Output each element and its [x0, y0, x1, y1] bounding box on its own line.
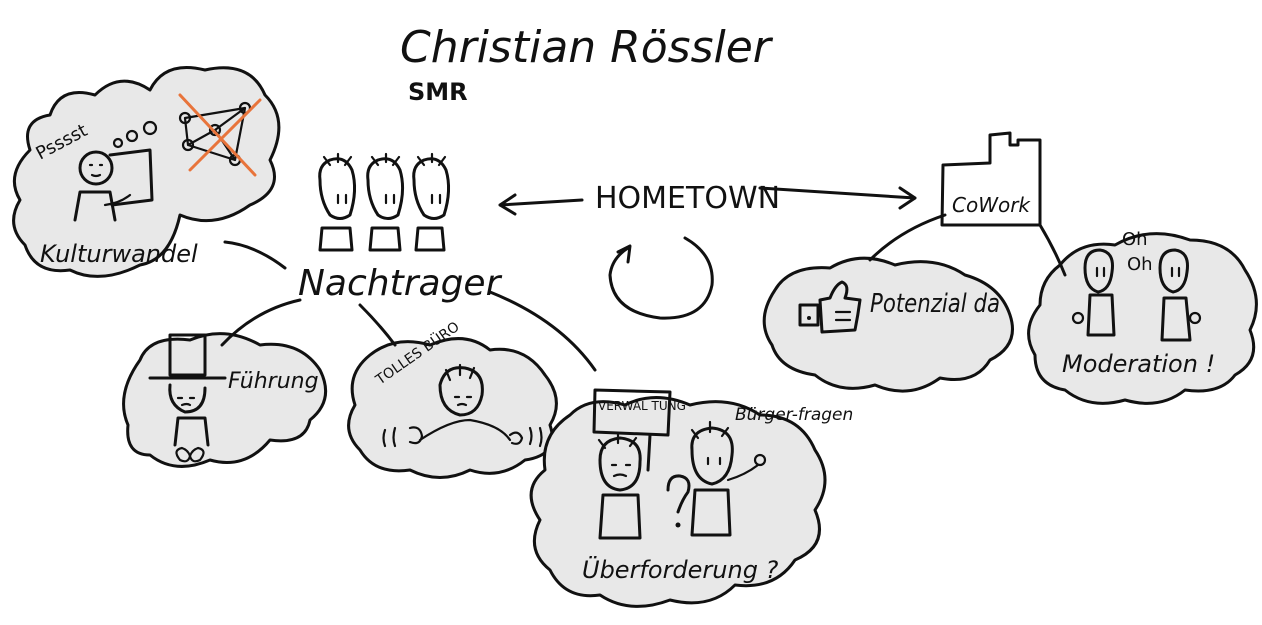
connector-buero [358, 303, 397, 347]
cloud-kulturwandel [12, 66, 281, 278]
speech-bubbles-icon [112, 120, 158, 149]
center-label: HOMETOWN [595, 181, 780, 216]
thumbs-up-icon [798, 280, 862, 334]
two-people-icon [597, 420, 767, 540]
connector-ueberforderung [488, 290, 597, 372]
central-node-label: Nachtrager [298, 263, 503, 304]
ueberforderung-side: Bürger-fragen [735, 405, 853, 425]
top-hat-person-icon [148, 333, 227, 463]
cloud-fuehrung [122, 332, 328, 468]
two-moderators-icon [1071, 248, 1202, 342]
verwaltung-sign [592, 388, 672, 472]
cloud-buero [347, 337, 558, 479]
connector-moderation [1038, 223, 1067, 277]
cycle-arrow-icon [608, 236, 714, 320]
network-diagram-icon [178, 93, 262, 177]
subtitle: SMR [408, 78, 468, 106]
person-with-laptop-icon [73, 148, 154, 222]
arrow-left [498, 193, 584, 216]
moderation-label: Moderation ! [1062, 350, 1215, 378]
fuehrung-label: Führung [228, 369, 319, 394]
cowork-building-icon [940, 131, 1042, 227]
cloud-ueberforderung [529, 396, 827, 608]
relaxed-person-icon [382, 363, 543, 448]
title: Christian Rössler [400, 22, 774, 73]
kulturwandel-label: Kulturwandel [40, 240, 198, 268]
moderation-speech-2: Oh [1127, 254, 1153, 275]
connector-potenzial [868, 213, 947, 262]
ueberforderung-sign: VERWAL TUNG [598, 399, 686, 413]
three-people-icon [318, 152, 451, 252]
potenzial-label: Potenzial da [870, 289, 1000, 319]
arrow-right [758, 186, 917, 210]
moderation-speech-1: Oh [1122, 229, 1148, 250]
connector-fuehrung [220, 298, 302, 347]
connector-kulturwandel [223, 240, 287, 270]
cowork-label: CoWork [952, 193, 1031, 217]
ueberforderung-label: Überforderung ? [582, 555, 779, 584]
